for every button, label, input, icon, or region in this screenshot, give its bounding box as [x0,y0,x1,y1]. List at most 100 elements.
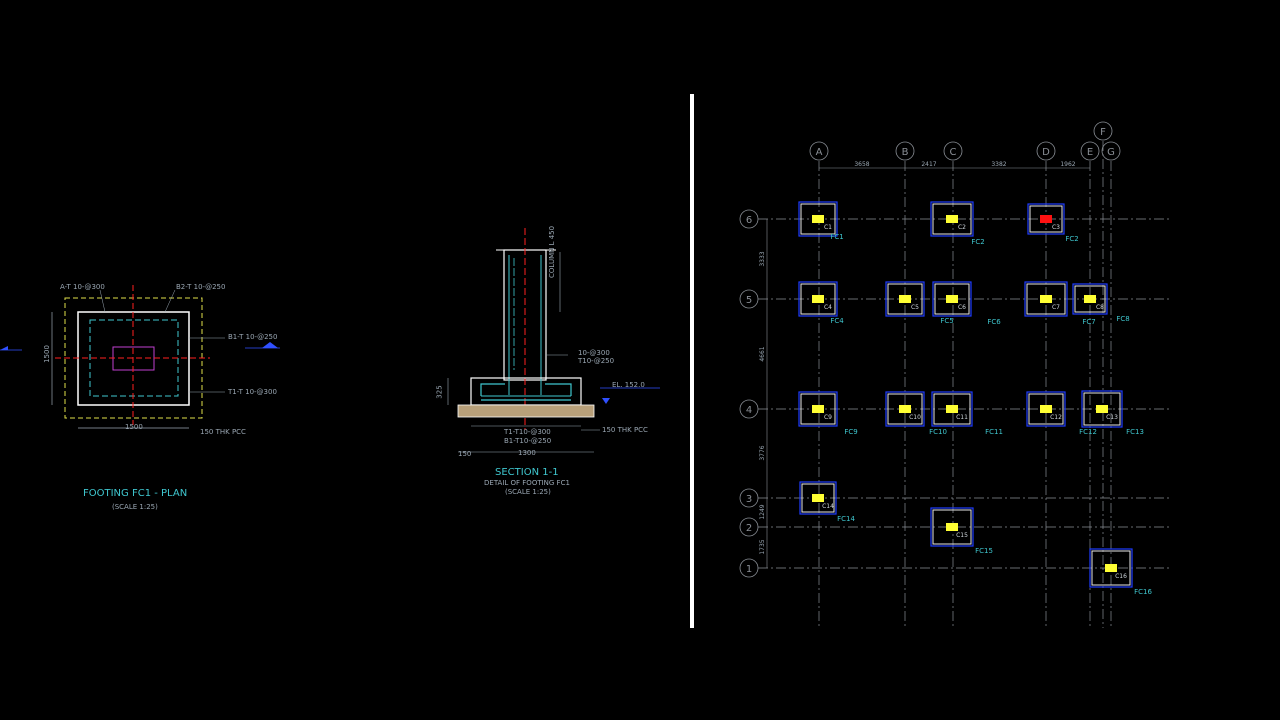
footing-label-FC1: FC1 [830,233,843,241]
column-label-C7: C7 [1052,304,1060,311]
plan-note-b2: B2-T 10-@250 [176,283,226,291]
column-label-C16: C16 [1115,573,1127,580]
footing-outline-FC6 [932,281,972,317]
footing-outline-FC12 [1026,391,1066,427]
grid-bubble-row-6 [739,209,759,229]
footing-outline-FC9 [798,391,838,427]
column-label-C9: C9 [824,414,832,421]
footing-label-FC6: FC6 [987,318,1001,326]
footing-outline-FC11 [931,391,973,427]
column-C2 [946,215,958,223]
footing-FC4 [800,283,836,315]
footing-label-FC15: FC15 [975,547,993,555]
plan-title: FOOTING FC1 - PLAN [83,488,188,499]
column-label-C13: C13 [1106,414,1118,421]
footing-FC2 [932,203,972,235]
grid-bubble-D [1036,141,1056,161]
plan-note-t1: T1-T 10-@300 [228,388,277,396]
grid-bubble-row-label-5: 5 [746,295,752,306]
footing-FC6 [934,283,970,315]
footing-label-FC8: FC8 [1116,315,1129,323]
footing-label-FC16: FC16 [1134,588,1152,596]
column-C12 [1040,405,1052,413]
grid-bubble-label-G: G [1107,147,1115,158]
grid-bubble-B [895,141,915,161]
footing-label-FC7: FC7 [1082,318,1095,326]
grid-bubble-row-2 [739,517,759,537]
column-label-C11: C11 [956,414,968,421]
column-label-C8: C8 [1096,304,1104,311]
footing-label-FC9: FC9 [844,428,857,436]
footing-FC5 [887,283,923,315]
section-title: SECTION 1-1 [495,467,559,478]
column-label-C14: C14 [822,503,834,510]
footing-outline-FC1 [798,201,838,237]
column-C5 [899,295,911,303]
grid-bubble-row-label-4: 4 [746,405,752,416]
y-dim-0: 3333 [759,251,766,266]
footing-FC13 [1083,392,1121,426]
footing-FC12 [1028,393,1064,425]
grid-bubble-label-C: C [950,147,957,158]
column-label-C1: C1 [824,224,832,231]
footing-outline-FC15 [930,507,974,547]
column-C6 [946,295,958,303]
footing-outline-FC8 [1072,283,1108,315]
section-note-b1: B1-T10-@250 [504,437,552,445]
footing-FC1 [800,203,836,235]
grid-bubble-G [1101,141,1121,161]
column-C4 [812,295,824,303]
grid-bubble-row-3 [739,488,759,508]
grid-bubble-A [809,141,829,161]
grid-bubble-row-1 [739,558,759,578]
footing-outline-FC7 [1024,281,1068,317]
footing-FC15 [932,509,972,545]
column-label-C2: C2 [958,224,966,231]
footing-outline-FC16 [1089,548,1133,588]
section-subtitle: DETAIL OF FOOTING FC1 [484,479,570,487]
footing-label-FC10: FC10 [929,428,947,436]
grid-bubble-F [1093,121,1113,141]
column-label-C15: C15 [956,532,968,539]
column-C1 [812,215,824,223]
footing-outline-FC2 [930,201,974,237]
footing-FC7 [1026,283,1066,315]
column-C13 [1096,405,1108,413]
section-dim-side: 150 [458,450,472,458]
footing-FC16 [1091,550,1131,586]
footing-FC11 [933,393,971,425]
footing-FC10 [887,393,923,425]
column-label-C6: C6 [958,304,966,311]
plan-note-b1: B1-T 10-@250 [228,333,278,341]
column-label-C10: C10 [909,414,921,421]
section-note-pcc: 150 THK PCC [602,426,648,434]
section-note-t1: T1-T10-@300 [504,428,551,436]
section-scale: (SCALE 1:25) [505,488,551,496]
grid-bubble-label-F: F [1100,127,1106,138]
footing-outline-FC14 [799,481,837,515]
footing-label-FC11: FC11 [985,428,1003,436]
column-label-C3: C3 [1052,224,1060,231]
column-label-C5: C5 [911,304,919,311]
column-C3 [1040,215,1052,223]
footing-FC8 [1074,285,1106,313]
section-note-2: T10-@250 [578,357,615,365]
footing-outline-FC5 [885,281,925,317]
grid-bubble-label-B: B [902,147,909,158]
plan-dim-horizontal: 1500 [125,423,143,431]
column-C10 [899,405,911,413]
column-C7 [1040,295,1052,303]
x-dim-2: 3382 [991,161,1006,168]
footing-label-FC12: FC12 [1079,428,1097,436]
footing-label-FC2: FC2 [971,238,984,246]
footing-FC14 [801,483,835,513]
y-dim-4: 1735 [759,539,766,554]
column-C15 [946,523,958,531]
plan-scale: (SCALE 1:25) [112,503,158,511]
column-C16 [1105,564,1117,572]
grid-bubble-row-label-6: 6 [746,215,752,226]
footing-outline-FC4 [798,281,838,317]
